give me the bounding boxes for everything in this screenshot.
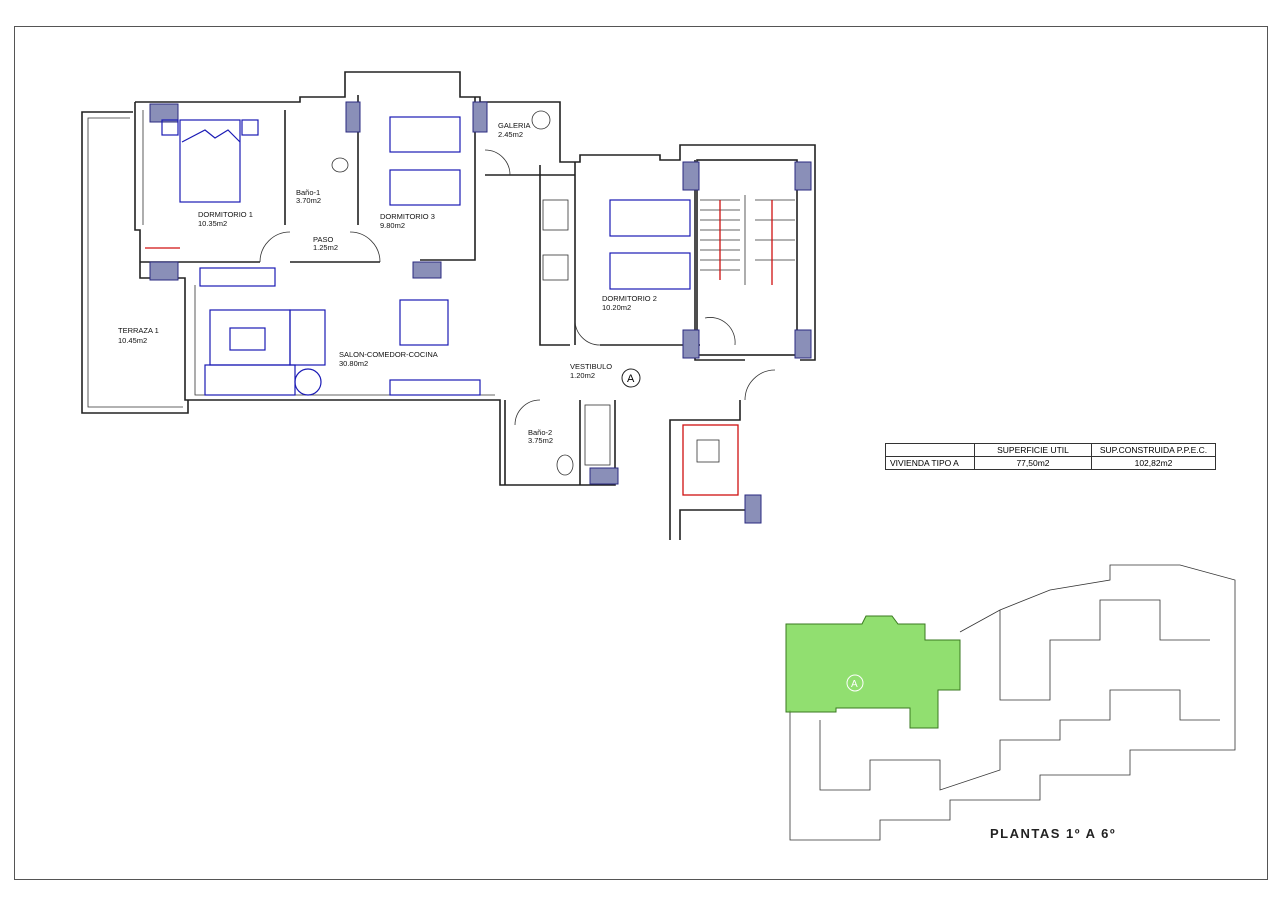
room-label-dormitorio3: DORMITORIO 39.80m2 <box>380 212 435 230</box>
room-label-bano1: Baño-13.70m2 <box>296 188 321 205</box>
room-label-dormitorio2: DORMITORIO 210.20m2 <box>602 294 657 312</box>
unit-marker: A <box>621 368 641 388</box>
svg-text:DORMITORIO 2: DORMITORIO 2 <box>602 294 657 303</box>
svg-text:10.35m2: 10.35m2 <box>198 219 227 228</box>
svg-text:Baño-1: Baño-1 <box>296 188 320 197</box>
svg-text:1.25m2: 1.25m2 <box>313 243 338 252</box>
svg-text:9.80m2: 9.80m2 <box>380 221 405 230</box>
room-label-terraza1: TERRAZA 110.45m2 <box>118 326 159 345</box>
svg-text:GALERIA: GALERIA <box>498 121 531 130</box>
table-cell: 77,50m2 <box>974 456 1092 470</box>
drawing-frame <box>14 26 1268 880</box>
table-cell: 102,82m2 <box>1091 456 1216 470</box>
svg-text:3.75m2: 3.75m2 <box>528 436 553 445</box>
exterior-walls <box>134 71 816 540</box>
svg-text:10.45m2: 10.45m2 <box>118 336 147 345</box>
svg-text:3.70m2: 3.70m2 <box>296 196 321 205</box>
key-plan: A <box>785 564 1236 841</box>
svg-text:SALON-COMEDOR-COCINA: SALON-COMEDOR-COCINA <box>339 350 438 359</box>
room-label-bano2: Baño-23.75m2 <box>528 428 553 445</box>
unit-a-highlight <box>785 615 961 729</box>
terrace <box>81 111 189 414</box>
table-header: SUP.CONSTRUIDA P.P.E.C. <box>1091 443 1216 457</box>
table-cell: VIVIENDA TIPO A <box>885 456 975 470</box>
svg-text:1.20m2: 1.20m2 <box>570 371 595 380</box>
table-header-row: SUPERFICIE UTIL SUP.CONSTRUIDA P.P.E.C. <box>885 443 1216 457</box>
key-plan-caption: PLANTAS 1º A 6º <box>990 826 1117 841</box>
svg-text:DORMITORIO 1: DORMITORIO 1 <box>198 210 253 219</box>
svg-text:2.45m2: 2.45m2 <box>498 130 523 139</box>
svg-text:TERRAZA 1: TERRAZA 1 <box>118 326 159 335</box>
room-label-dormitorio1: DORMITORIO 110.35m2 <box>198 210 253 228</box>
svg-text:DORMITORIO 3: DORMITORIO 3 <box>380 212 435 221</box>
area-table: SUPERFICIE UTIL SUP.CONSTRUIDA P.P.E.C. … <box>885 443 1216 470</box>
furniture <box>145 110 691 476</box>
table-row: VIVIENDA TIPO A 77,50m2 102,82m2 <box>885 456 1216 470</box>
svg-text:10.20m2: 10.20m2 <box>602 303 631 312</box>
svg-text:30.80m2: 30.80m2 <box>339 359 368 368</box>
table-header <box>885 443 975 457</box>
svg-text:A: A <box>627 373 635 385</box>
svg-text:Baño-2: Baño-2 <box>528 428 552 437</box>
svg-text:VESTIBULO: VESTIBULO <box>570 362 612 371</box>
structural-columns <box>149 101 812 524</box>
table-header: SUPERFICIE UTIL <box>974 443 1092 457</box>
svg-text:A: A <box>851 679 858 690</box>
svg-text:PASO: PASO <box>313 235 333 244</box>
